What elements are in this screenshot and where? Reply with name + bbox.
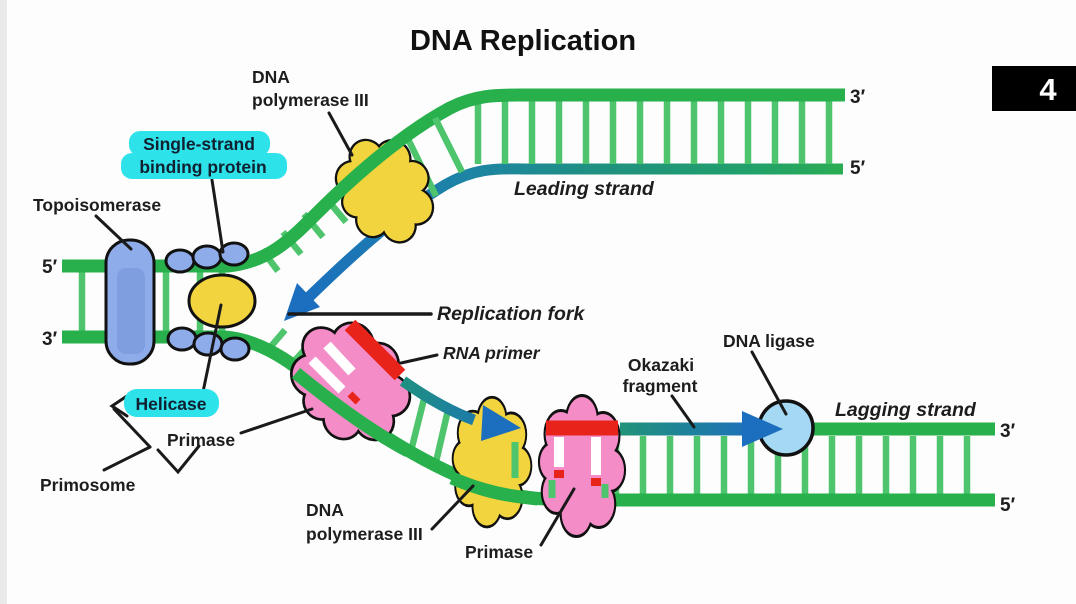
ssb-highlight-2 bbox=[121, 153, 287, 179]
left-edge-strip bbox=[0, 0, 7, 604]
pointer-topoisomerase bbox=[94, 214, 133, 251]
label-ssb-2: binding protein bbox=[139, 157, 266, 177]
topoisomerase-shape bbox=[104, 238, 156, 366]
rna-primer-2 bbox=[546, 420, 618, 486]
label-primosome: Primosome bbox=[40, 475, 136, 495]
primosome-bracket-tip bbox=[109, 394, 129, 418]
pointer-primase-lower bbox=[539, 487, 576, 547]
label-helicase: Helicase bbox=[135, 394, 206, 414]
pointer-rna-primer bbox=[399, 353, 439, 365]
helicase-shape bbox=[187, 273, 257, 329]
pointer-polymerase-bottom bbox=[430, 484, 475, 531]
end-parental-5prime: 5′ bbox=[42, 257, 58, 278]
label-okazaki-1: Okazaki bbox=[628, 355, 694, 375]
label-dna-polymerase-top-1: DNA bbox=[252, 67, 290, 87]
primase-lower-stubs bbox=[548, 480, 609, 498]
helicase-highlight bbox=[124, 389, 219, 417]
label-leading-strand: Leading strand bbox=[514, 178, 655, 200]
page-title: DNA Replication bbox=[410, 25, 636, 57]
end-parental-3prime: 3′ bbox=[42, 329, 58, 350]
pointer-ssb bbox=[210, 178, 225, 254]
end-top-duplex-3prime: 3′ bbox=[850, 87, 866, 108]
nascent-okazaki-arrow bbox=[399, 376, 521, 441]
label-lagging-strand: Lagging strand bbox=[835, 399, 977, 421]
label-primase-lower: Primase bbox=[465, 542, 533, 562]
topoisomerase-core bbox=[117, 268, 145, 354]
strand-over-polymerase-bottom bbox=[449, 472, 539, 506]
ssb-proteins bbox=[164, 241, 251, 362]
strand-over-primase-upper bbox=[291, 367, 412, 457]
leading-strand-arrowhead bbox=[284, 283, 320, 321]
label-okazaki-2: fragment bbox=[623, 376, 698, 396]
badge-box bbox=[992, 66, 1076, 111]
okazaki-arrowhead bbox=[742, 411, 783, 447]
primosome-bracket-check bbox=[156, 444, 201, 475]
cyan-highlights bbox=[121, 131, 287, 417]
label-dna-polymerase-bottom-2: polymerase III bbox=[306, 524, 423, 544]
primosome-bracket-a bbox=[112, 407, 152, 449]
parental-top-strand bbox=[62, 88, 845, 273]
slide-number-badge: 4 bbox=[992, 66, 1076, 111]
badge-number: 4 bbox=[1039, 72, 1057, 107]
label-topoisomerase: Topoisomerase bbox=[33, 195, 161, 215]
primosome-bracket-b bbox=[102, 445, 152, 472]
end-top-duplex-5prime: 5′ bbox=[850, 158, 866, 179]
okazaki-fragment-arrow bbox=[620, 411, 783, 447]
label-dna-polymerase-top-2: polymerase III bbox=[252, 90, 369, 110]
primase-upper-gaps bbox=[308, 341, 356, 394]
pointer-polymerase-top bbox=[327, 111, 354, 157]
primase-lower-gaps bbox=[554, 437, 601, 475]
pointer-okazaki bbox=[670, 394, 696, 429]
label-dna-ligase: DNA ligase bbox=[723, 331, 815, 351]
pointer-lines bbox=[94, 111, 788, 547]
leading-strand bbox=[284, 163, 843, 321]
label-replication-fork: Replication fork bbox=[437, 303, 586, 325]
pointer-dna-ligase bbox=[750, 350, 788, 416]
pointer-helicase bbox=[201, 303, 223, 394]
pointer-primase-upper bbox=[239, 407, 314, 435]
rna-primer-1 bbox=[344, 319, 406, 405]
nascent-okazaki-arrowhead bbox=[481, 405, 521, 441]
rung-over-polymerase bbox=[432, 116, 465, 174]
end-bottom-duplex-5prime: 5′ bbox=[1000, 495, 1016, 516]
label-dna-polymerase-bottom-1: DNA bbox=[306, 500, 344, 520]
label-primase-upper: Primase bbox=[167, 430, 235, 450]
label-rna-primer: RNA primer bbox=[443, 343, 541, 363]
end-bottom-duplex-3prime: 3′ bbox=[1000, 421, 1016, 442]
ssb-highlight-1 bbox=[129, 131, 270, 156]
label-ssb-1: Single-strand bbox=[143, 134, 255, 154]
